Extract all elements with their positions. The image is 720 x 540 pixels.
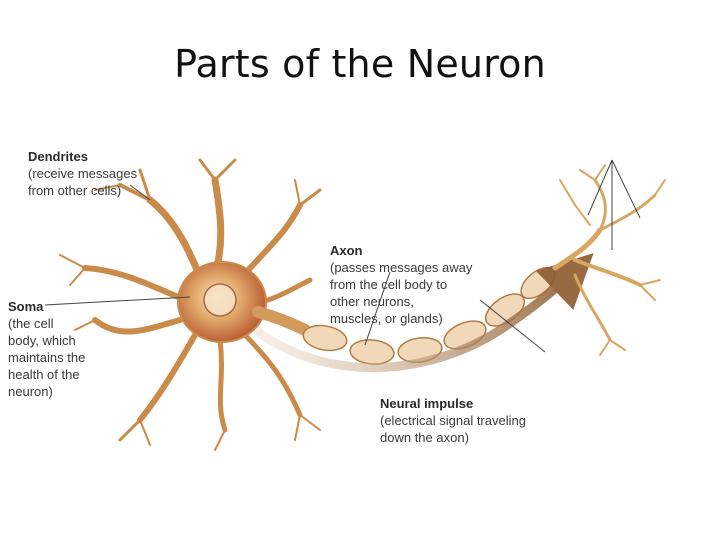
axon-desc: (passes messages away from the cell body… xyxy=(330,260,473,326)
dendrites-label: Dendrites (receive messages from other c… xyxy=(28,148,188,199)
impulse-title: Neural impulse xyxy=(380,396,474,411)
dendrites-desc: (receive messages from other cells) xyxy=(28,166,138,198)
impulse-label: Neural impulse (electrical signal travel… xyxy=(380,395,580,446)
page-title: Parts of the Neuron xyxy=(174,42,546,86)
axon-terminals xyxy=(552,164,666,356)
impulse-desc: (electrical signal traveling down the ax… xyxy=(380,413,526,445)
soma-label: Soma (the cell body, which maintains the… xyxy=(8,298,118,400)
soma-desc: (the cell body, which maintains the heal… xyxy=(8,316,86,399)
axon-hillock xyxy=(252,306,311,336)
neural-impulse-arrow xyxy=(252,253,594,373)
axon-label: Axon (passes messages away from the cell… xyxy=(330,242,505,327)
leader-lines xyxy=(44,184,546,353)
axon-title: Axon xyxy=(330,243,363,258)
nucleus-shape xyxy=(203,283,237,317)
terminal-pointer-lines xyxy=(587,159,641,250)
dendrites-title: Dendrites xyxy=(28,149,88,164)
soma-title: Soma xyxy=(8,299,44,314)
